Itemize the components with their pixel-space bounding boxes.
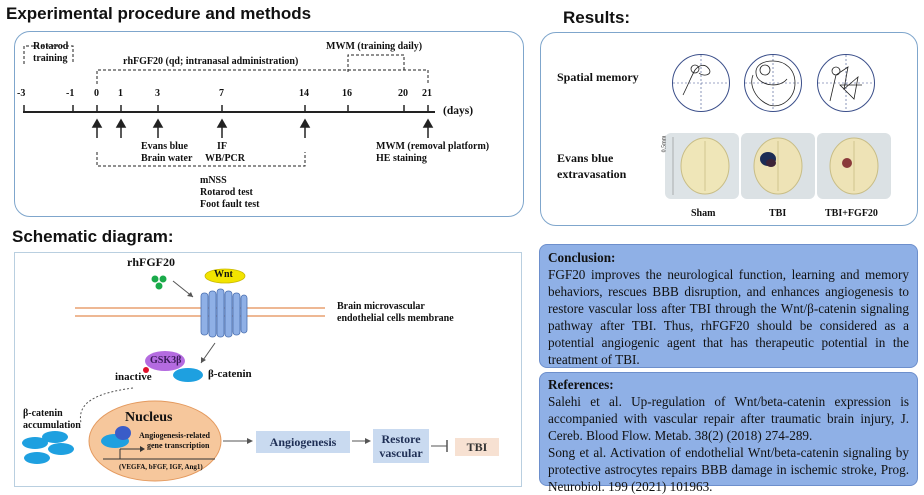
phosphate-dot [143,367,149,373]
accumulation-label-1: β-catenin [23,408,63,419]
group-label-tbi-fgf20: TBI+FGF20 [825,208,878,219]
tick-label: 3 [155,88,160,99]
group-label-tbi: TBI [769,208,787,219]
evans-blue-extravasation-label-1: Evans blue [557,151,614,165]
rhfgf20-dot [151,275,159,283]
gsk3b-label: GSK3β [150,355,182,366]
group-label-sham: Sham [691,208,716,219]
maze-sham [672,54,730,112]
rhfgf20-label: rhFGF20 [127,255,175,269]
gsk3b-ellipse [145,351,185,371]
tick-label: 16 [342,88,352,99]
transcription-label-1: Angiogenesis-related [139,431,210,440]
rotarod-training-label-2: training [33,53,68,64]
tick-label: -1 [66,88,75,99]
brain-sham-image [665,133,739,199]
mnss-bracket [96,152,306,167]
spatial-memory-label: Spatial memory [557,70,639,84]
evans-blue-label: Evans blue [141,141,188,152]
reference-item: Song et al. Activation of endothelial Wn… [548,445,909,494]
rotarod-training-bracket [23,45,74,64]
accumulation-label-2: accumulation [23,420,81,431]
reference-item: Salehi et al. Up-regulation of Wnt/beta-… [548,394,909,443]
references-heading: References: [548,377,614,392]
membrane-label-1: Brain microvascular [337,301,425,312]
results-title: Results: [563,8,631,27]
nucleus-ellipse [88,400,222,482]
mnss-label: mNSS [200,175,227,186]
beta-catenin-label: β-catenin [208,368,252,380]
vascular-label: vascular [379,446,423,460]
timeline-ticks [23,105,429,112]
accumulated-beta-catenin [22,431,74,464]
foot-fault-label: Foot fault test [200,199,260,210]
tick-label: 7 [219,88,224,99]
results-panel: Spatial memory Evans blue extravasation [540,32,918,226]
rotarod-test-label: Rotarod test [200,187,253,198]
if-label: IF [217,141,227,152]
mwm-removal-label: MWM (removal platform) [376,141,490,152]
angiogenesis-label: Angiogenesis [269,434,337,449]
rhfgf20-dot [159,275,167,283]
tick-label: 0 [94,88,99,99]
restore-vascular-box: Restore vascular [373,429,429,463]
procedure-panel: Rotarod training rhFGF20 (qd; intranasal… [14,31,524,217]
maze-tbi-fgf20 [817,54,875,112]
restore-label: Restore [381,432,421,446]
he-staining-label: HE staining [376,153,427,164]
rhfgf20-admin-label: rhFGF20 (qd; intranasal administration) [123,56,299,67]
brain-tbi-image [741,133,815,199]
tick-label: -3 [17,88,26,99]
wb-pcr-label: WB/PCR [205,153,245,164]
schematic-panel: rhFGF20 Wnt Brain microvascular endothel… [14,252,522,487]
tick-label: 21 [422,88,432,99]
tbi-label: TBI [466,439,488,454]
conclusion-box: Conclusion: FGF20 improves the neurologi… [539,244,918,368]
tick-label: 20 [398,88,408,99]
factors-label: (VEGFA, bFGF, IGF, Ang1) [119,463,203,471]
wnt-label: Wnt [214,269,233,280]
mwm-training-label: MWM (training daily) [326,41,423,52]
brain-water-label: Brain water [141,153,193,164]
rotarod-training-label-1: Rotarod [33,41,69,52]
maze-tbi [744,54,802,112]
wnt-ellipse [204,268,246,284]
timeline-arrows [91,118,434,138]
membrane-label-2: endothelial cells membrane [337,313,454,324]
mwm-training-bracket [347,54,405,72]
tbi-box: TBI [455,438,499,456]
tick-label: 14 [299,88,309,99]
brain-tbi-fgf20-image [817,133,891,199]
rhfgf20-bracket [96,69,429,84]
transcription-label-2: gene transcription [147,441,210,450]
conclusion-text: FGF20 improves the neurological function… [548,267,909,367]
nucleus-label: Nucleus [125,410,173,425]
evans-blue-extravasation-label-2: extravasation [557,167,627,181]
accumulation-dashed-arrow [79,387,134,424]
timeline-svg [23,45,435,167]
inactive-label: inactive [115,371,152,383]
schematic-title: Schematic diagram: [12,227,174,246]
procedure-title: Experimental procedure and methods [6,4,312,23]
tick-label: 1 [118,88,123,99]
schematic-svg [22,268,448,482]
beta-catenin-ellipse [173,368,203,382]
references-box: References: Salehi et al. Up-regulation … [539,372,918,494]
days-unit: (days) [443,105,474,117]
conclusion-heading: Conclusion: [548,250,616,265]
rhfgf20-dot [155,282,163,290]
frizzled-receptor [200,288,248,338]
angiogenesis-box: Angiogenesis [256,431,350,453]
ruler-label: 0.5mm [661,135,668,153]
